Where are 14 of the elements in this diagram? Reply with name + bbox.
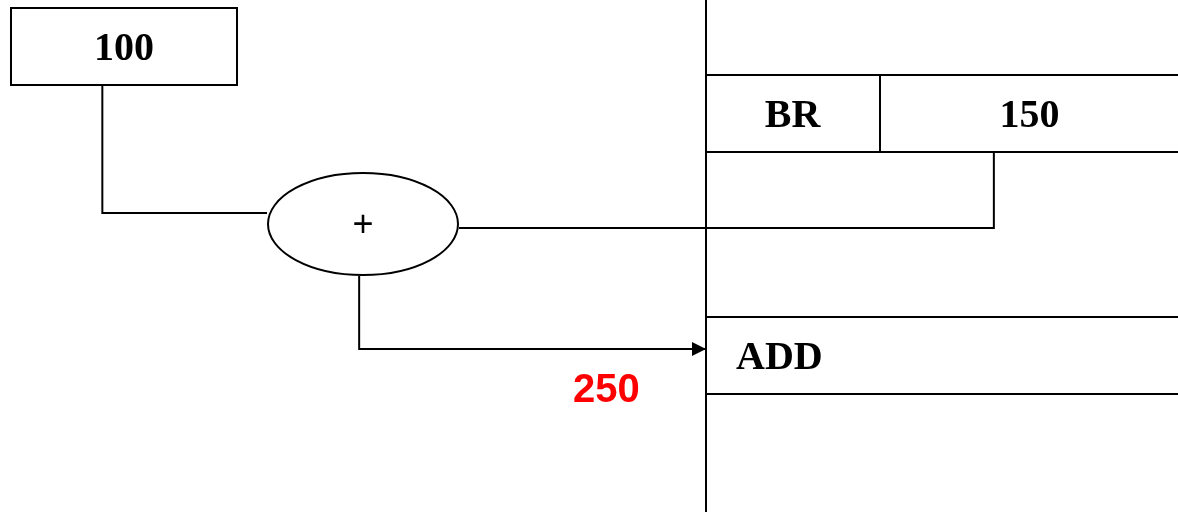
edge-label: 250 xyxy=(573,366,640,411)
memory-cell xyxy=(706,74,881,153)
memory-cell xyxy=(706,316,1178,395)
memory-cell xyxy=(881,74,1178,153)
adder-ellipse xyxy=(267,172,459,276)
connector-line xyxy=(101,85,268,214)
arrow xyxy=(358,275,707,356)
cell-text: 150 xyxy=(999,90,1060,137)
cell-text: ADD xyxy=(736,332,823,379)
value-box xyxy=(10,7,238,86)
operator-symbol: + xyxy=(352,203,374,245)
cell-text: BR xyxy=(764,90,821,137)
connector-line xyxy=(458,152,995,229)
cell-text: 100 xyxy=(94,23,154,70)
